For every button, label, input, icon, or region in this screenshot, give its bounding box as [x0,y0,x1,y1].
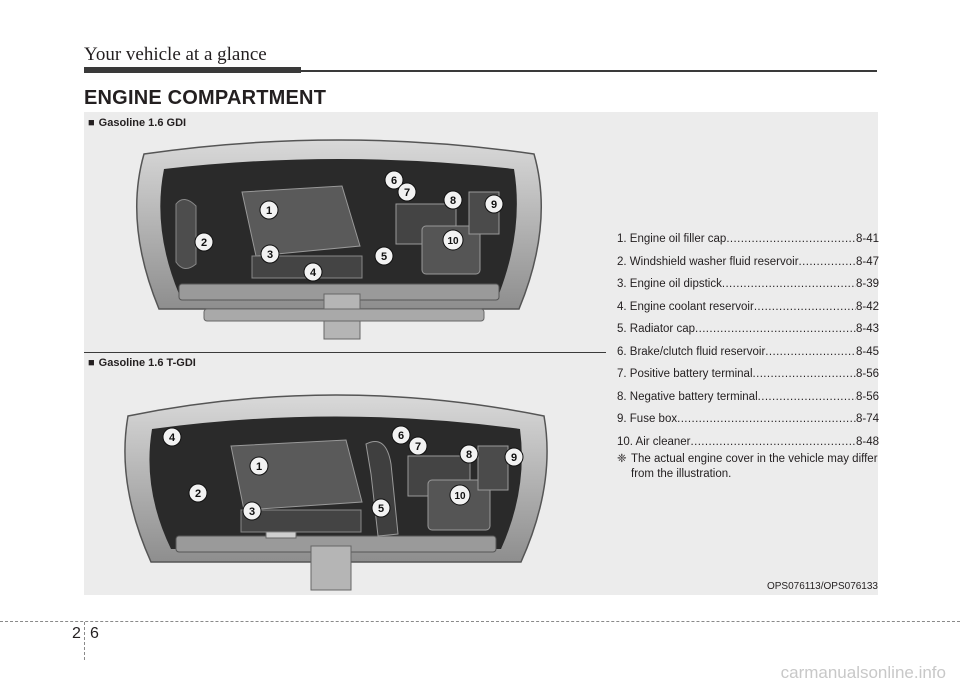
square-bullet-icon: ■ [88,357,95,369]
header-bar [84,67,301,73]
callout-10: 10 [447,236,459,247]
section-title: ENGINE COMPARTMENT [84,87,327,109]
engine-illustration-gdi: 1 2 3 4 5 6 7 8 9 10 [136,139,542,340]
callout-6: 6 [391,175,397,187]
component-list: 1. Engine oil filler cap8-41 2. Windshie… [617,228,879,453]
image-code: OPS076113/OPS076133 [766,581,878,592]
footer-divider [84,622,85,660]
callout-9: 9 [491,199,497,211]
note-mark-icon: ❈ [617,453,627,465]
variant-label-text: Gasoline 1.6 T-GDI [98,357,196,369]
page-ref: 8-41 [855,233,879,245]
panel-divider [84,352,606,353]
footer-rule [0,621,960,622]
note-text: The actual engine cover in the vehicle m… [631,453,878,480]
callout-4: 4 [310,267,317,279]
page-ref: 8-47 [855,255,879,268]
callout-9: 9 [511,452,517,464]
chapter-number: 2 [72,625,81,642]
callout-1: 1 [266,205,272,217]
variant-label-tgdi: ■Gasoline 1.6 T-GDI [88,357,196,369]
illustration-note: ❈ The actual engine cover in the vehicle… [617,452,879,482]
callout-6: 6 [398,430,404,442]
engine-illustration-tgdi: 1 2 3 4 5 6 7 8 9 10 [124,394,548,591]
callout-2: 2 [195,488,201,500]
callout-7: 7 [415,441,421,453]
list-item: 6. Brake/clutch fluid reservoir8-45 [617,341,879,364]
callout-7: 7 [404,187,410,199]
callout-2: 2 [201,237,207,249]
square-bullet-icon: ■ [88,117,95,129]
header-rule [301,70,877,72]
callout-5: 5 [381,251,387,263]
variant-label-gdi: ■Gasoline 1.6 GDI [88,117,186,129]
page-number: 6 [90,625,99,642]
page-ref: 8-48 [855,435,879,448]
page-ref: 8-56 [855,368,879,380]
callout-10: 10 [454,491,466,502]
page-ref: 8-43 [855,323,879,335]
callout-3: 3 [267,249,273,261]
list-item: 3. Engine oil dipstick 8-39 [617,273,879,296]
callout-3: 3 [249,506,255,518]
list-item: 4. Engine coolant reservoir 8-42 [617,296,879,319]
page-ref: 8-42 [855,300,879,313]
watermark: carmanualsonline.info [780,663,946,682]
page-ref: 8-56 [855,390,879,403]
list-item: 5. Radiator cap8-43 [617,318,879,341]
page-ref: 8-74 [855,413,879,425]
page-ref: 8-39 [855,278,879,290]
list-item: 1. Engine oil filler cap8-41 [617,228,879,251]
callout-8: 8 [450,195,456,207]
callout-8: 8 [466,449,472,461]
list-item: 7. Positive battery terminal8-56 [617,363,879,386]
list-item: 8. Negative battery terminal8-56 [617,386,879,409]
callout-1: 1 [256,461,262,473]
list-item: 9. Fuse box8-74 [617,408,879,431]
header-title: Your vehicle at a glance [84,44,267,65]
list-item: 2. Windshield washer fluid reservoir 8-4… [617,251,879,274]
callout-4: 4 [169,432,176,444]
variant-label-text: Gasoline 1.6 GDI [98,117,187,129]
callout-5: 5 [378,503,384,515]
page-ref: 8-45 [855,345,879,358]
list-item: 10. Air cleaner 8-48 [617,431,879,454]
